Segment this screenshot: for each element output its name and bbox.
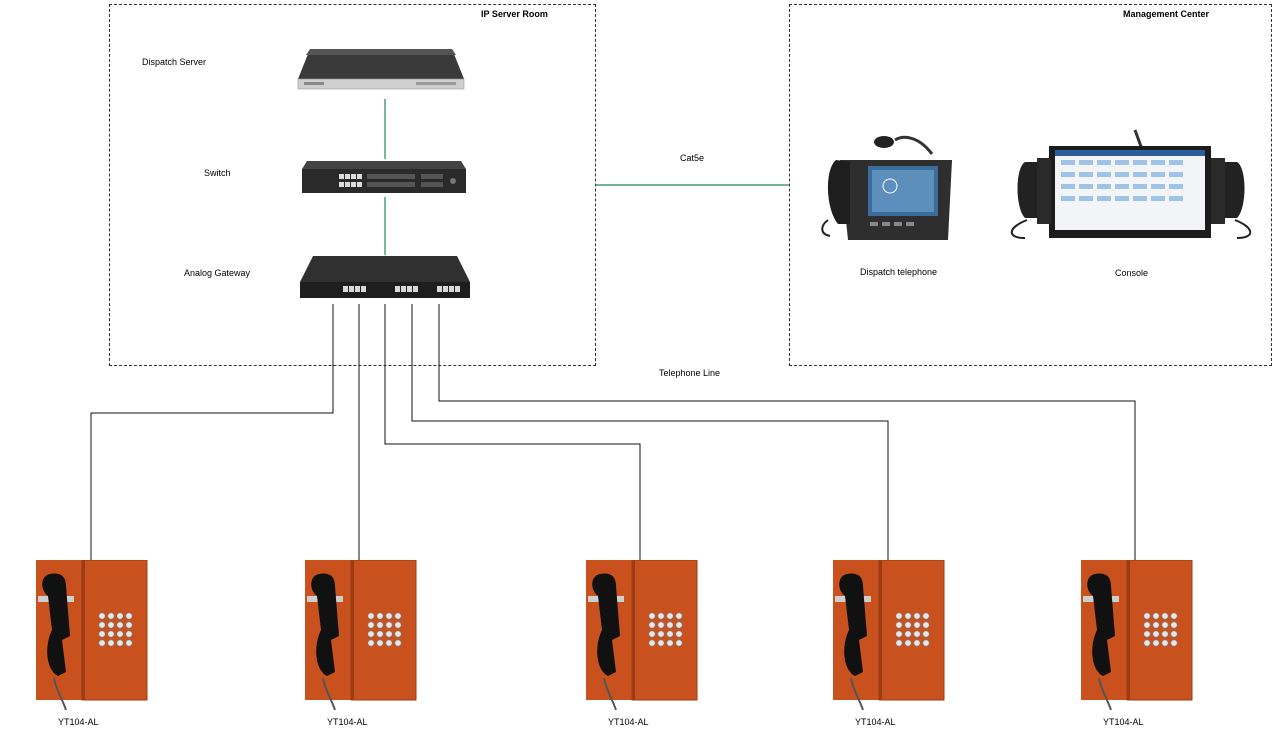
- emergency-phone: [36, 560, 148, 710]
- emergency-phone: [305, 560, 417, 710]
- emergency-phone: [833, 560, 945, 710]
- switch-label: Switch: [204, 168, 231, 178]
- phone-model-label: YT104-AL: [58, 717, 99, 727]
- telephone-line-label: Telephone Line: [659, 368, 721, 378]
- ip-server-room-title: IP Server Room: [481, 9, 548, 19]
- cat5e-label: Cat5e: [680, 153, 705, 163]
- telephone-line-5: [438, 304, 1136, 560]
- telephone-line-1: [90, 304, 334, 560]
- dispatch-telephone-device: [820, 130, 955, 242]
- analog-gateway-label: Analog Gateway: [184, 268, 251, 278]
- emergency-phone: [586, 560, 698, 710]
- phone-model-label: YT104-AL: [608, 717, 649, 727]
- phone-model-label: YT104-AL: [855, 717, 896, 727]
- switch-device: [301, 161, 467, 195]
- management-center-zone: [789, 4, 1272, 366]
- management-center-title: Management Center: [1123, 9, 1210, 19]
- phone-model-label: YT104-AL: [1103, 717, 1144, 727]
- telephone-line-4: [411, 304, 889, 560]
- emergency-phone: [1081, 560, 1193, 710]
- analog-gateway-device: [299, 256, 471, 300]
- console-device: [1005, 128, 1257, 244]
- phone-model-label: YT104-AL: [327, 717, 368, 727]
- dispatch-server-device: [296, 47, 466, 93]
- telephone-line-3: [384, 304, 641, 560]
- dispatch-telephone-label: Dispatch telephone: [860, 267, 938, 277]
- console-label: Console: [1115, 268, 1149, 278]
- dispatch-server-label: Dispatch Server: [142, 57, 207, 67]
- ip-server-room-zone: [109, 4, 596, 366]
